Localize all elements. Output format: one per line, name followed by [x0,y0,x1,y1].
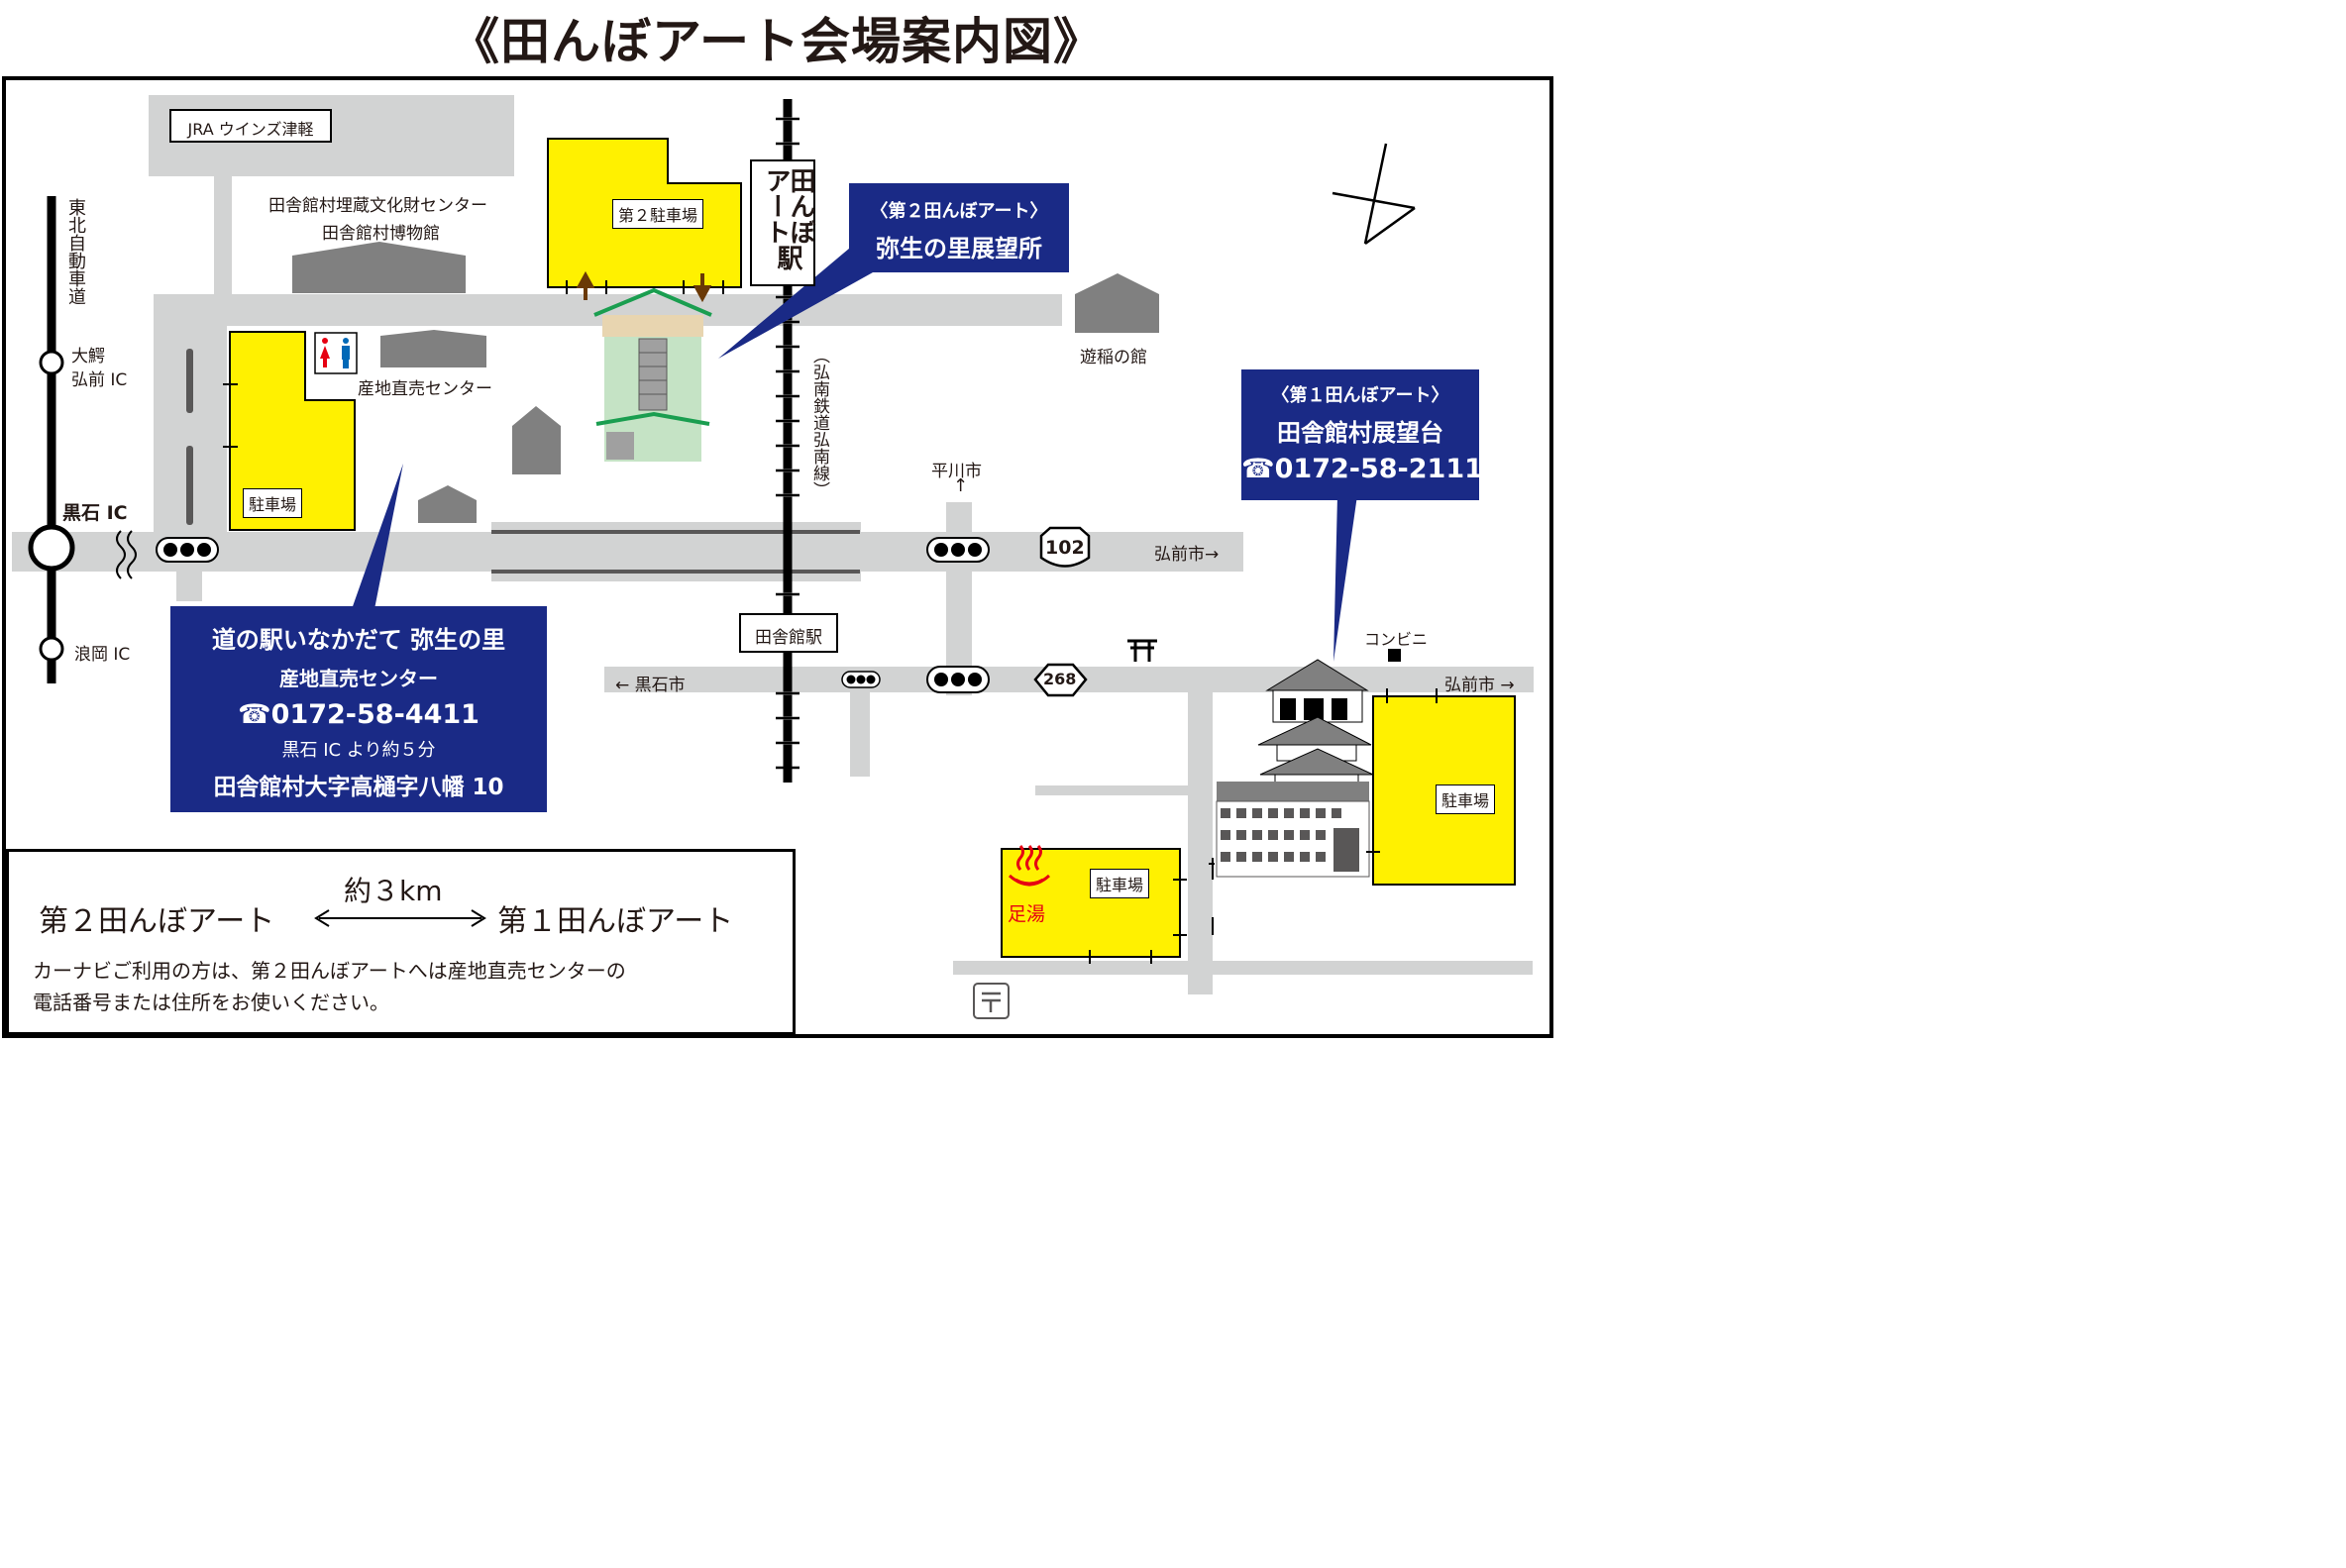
route-102-label: 102 [1045,537,1085,559]
sanchi-label: 産地直売センター [358,379,492,399]
legend-distance: 約３km [344,875,443,907]
map-frame [2,76,1553,1038]
legend-note-2: 電話番号または住所をお使いください。 [33,991,389,1014]
parking-ashiyu-lot [1001,848,1181,958]
hirakawa-arrow: ↑ [953,475,969,496]
road-left-stub [176,572,202,601]
maizou-label: 田舎館村埋蔵文化財センター [268,196,487,216]
ic-kuroishi [28,524,75,572]
ic-owani-label-1: 大鰐 [71,347,105,366]
callout-yayoi-view: 〈第２田んぼアート〉 弥生の里展望所 [849,183,1069,272]
yuto-label: 遊稲の館 [1080,348,1147,367]
road-jra-connector [214,176,232,295]
north-arrow-icon [1332,143,1416,246]
traffic-light-4 [926,666,990,693]
kuroishi-city-label: ← 黒石市 [615,676,686,695]
road-left-vertical [154,294,227,572]
hirakawa-label: 平川市 [931,462,982,481]
tanbo-art-station: 田んぼ アート 駅 [750,159,815,286]
route-268-shield [1033,663,1088,697]
ic-owani-label-2: 弘前 IC [71,370,128,390]
legend-double-arrow-icon [314,909,486,927]
road-east-south [1188,692,1213,994]
traffic-light-1 [156,537,219,563]
map-title: 《田んぼアート会場案内図》 [450,13,1104,70]
sanchi-building [380,330,486,367]
hirosaki-label-1: 弘前市→ [1154,545,1220,565]
road-hirakawa [946,502,972,695]
road-bottom [953,961,1533,975]
legend-note-1: カーナビご利用の方は、第２田んぼアートへは産地直売センターの [33,959,626,983]
ic-owani [39,350,64,375]
jra-label: JRA ウインズ津軽 [169,109,332,143]
road-268-south [850,692,870,777]
hakubutsukan-label: 田舎館村博物館 [322,224,440,244]
konbini-label: コンビニ [1364,630,1429,649]
traffic-light-3 [841,671,881,688]
yuto-building [1075,273,1159,333]
route-268-label: 268 [1043,670,1077,688]
parking-ashiyu-label: 駐車場 [1090,869,1150,898]
callout-village-view: 〈第１田んぼアート〉 田舎館村展望台 ☎0172-58-2111 [1241,369,1483,500]
inakadate-station: 田舎館駅 [739,613,838,653]
parking-left-label: 駐車場 [243,488,303,518]
maizou-building [292,242,466,293]
konbini-icon [1388,649,1401,662]
ic-namioka [39,636,64,662]
railway-label: （弘南鉄道弘南線） [809,347,829,498]
legend-to: 第１田んぼアート [497,904,734,939]
ic-namioka-label: 浪岡 IC [74,645,131,665]
callout-michinoeki: 道の駅いなかだて 弥生の里 産地直売センター ☎0172-58-4411 黒石 … [170,606,547,812]
road-small-1 [1035,785,1199,795]
parking-left-lot [229,331,356,531]
shrine-icon [1127,639,1157,662]
legend-box: 約３km 第２田んぼアート 第１田んぼアート カーナビご利用の方は、第２田んぼア… [6,849,796,1035]
toilet-icon [314,332,358,374]
ashiyu-label: 足湯 [1008,903,1046,925]
traffic-light-2 [926,537,990,563]
ic-kuroishi-label: 黒石 IC [62,502,128,524]
hirosaki-label-2: 弘前市 → [1444,676,1515,695]
route-102-shield [1039,526,1091,568]
parking-right-label: 駐車場 [1436,784,1496,814]
onsen-icon [1008,845,1051,887]
map-graphics [12,95,1534,1019]
parking2-label: 第２駐車場 [612,199,704,229]
highway-label: 東北自動車道 [65,198,86,305]
castle-icon [1209,659,1374,935]
legend-from: 第２田んぼアート [39,904,275,939]
